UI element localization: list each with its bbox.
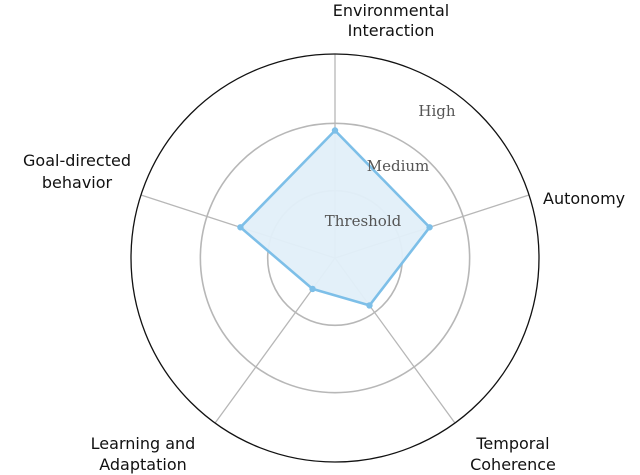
grid-ring-2 (199, 122, 471, 394)
axis-label-2: Autonomy (543, 189, 625, 208)
axis-label-5: Goal-directed behavior (23, 151, 131, 192)
series-polygon-1 (239, 129, 431, 307)
radar-series (237, 127, 433, 309)
data-point-1 (331, 127, 339, 134)
axis-label-2-line-1: Autonomy (543, 189, 625, 208)
ring-label-threshold: Threshold (325, 212, 402, 230)
axis-label-1-line-2: Interaction (348, 21, 435, 40)
axis-label-1-line-1: Environmental (333, 1, 449, 20)
ring-label-medium: Medium (367, 157, 430, 175)
data-point-5 (237, 224, 244, 231)
data-point-2 (426, 224, 433, 231)
axis-label-5-line-2: behavior (42, 173, 113, 192)
axis-label-5-line-1: Goal-directed (23, 151, 131, 170)
ring-label-high: High (418, 102, 455, 120)
outer-boundary-ring (130, 53, 540, 463)
axis-label-4-line-2: Adaptation (99, 455, 187, 474)
data-point-3 (366, 302, 373, 309)
axis-label-4-line-1: Learning and (91, 434, 196, 453)
ring-labels: Threshold Medium High (325, 102, 456, 230)
axis-label-3-line-1: Temporal (475, 434, 549, 453)
data-point-4 (309, 285, 316, 293)
axis-label-3-line-2: Coherence (470, 455, 556, 474)
